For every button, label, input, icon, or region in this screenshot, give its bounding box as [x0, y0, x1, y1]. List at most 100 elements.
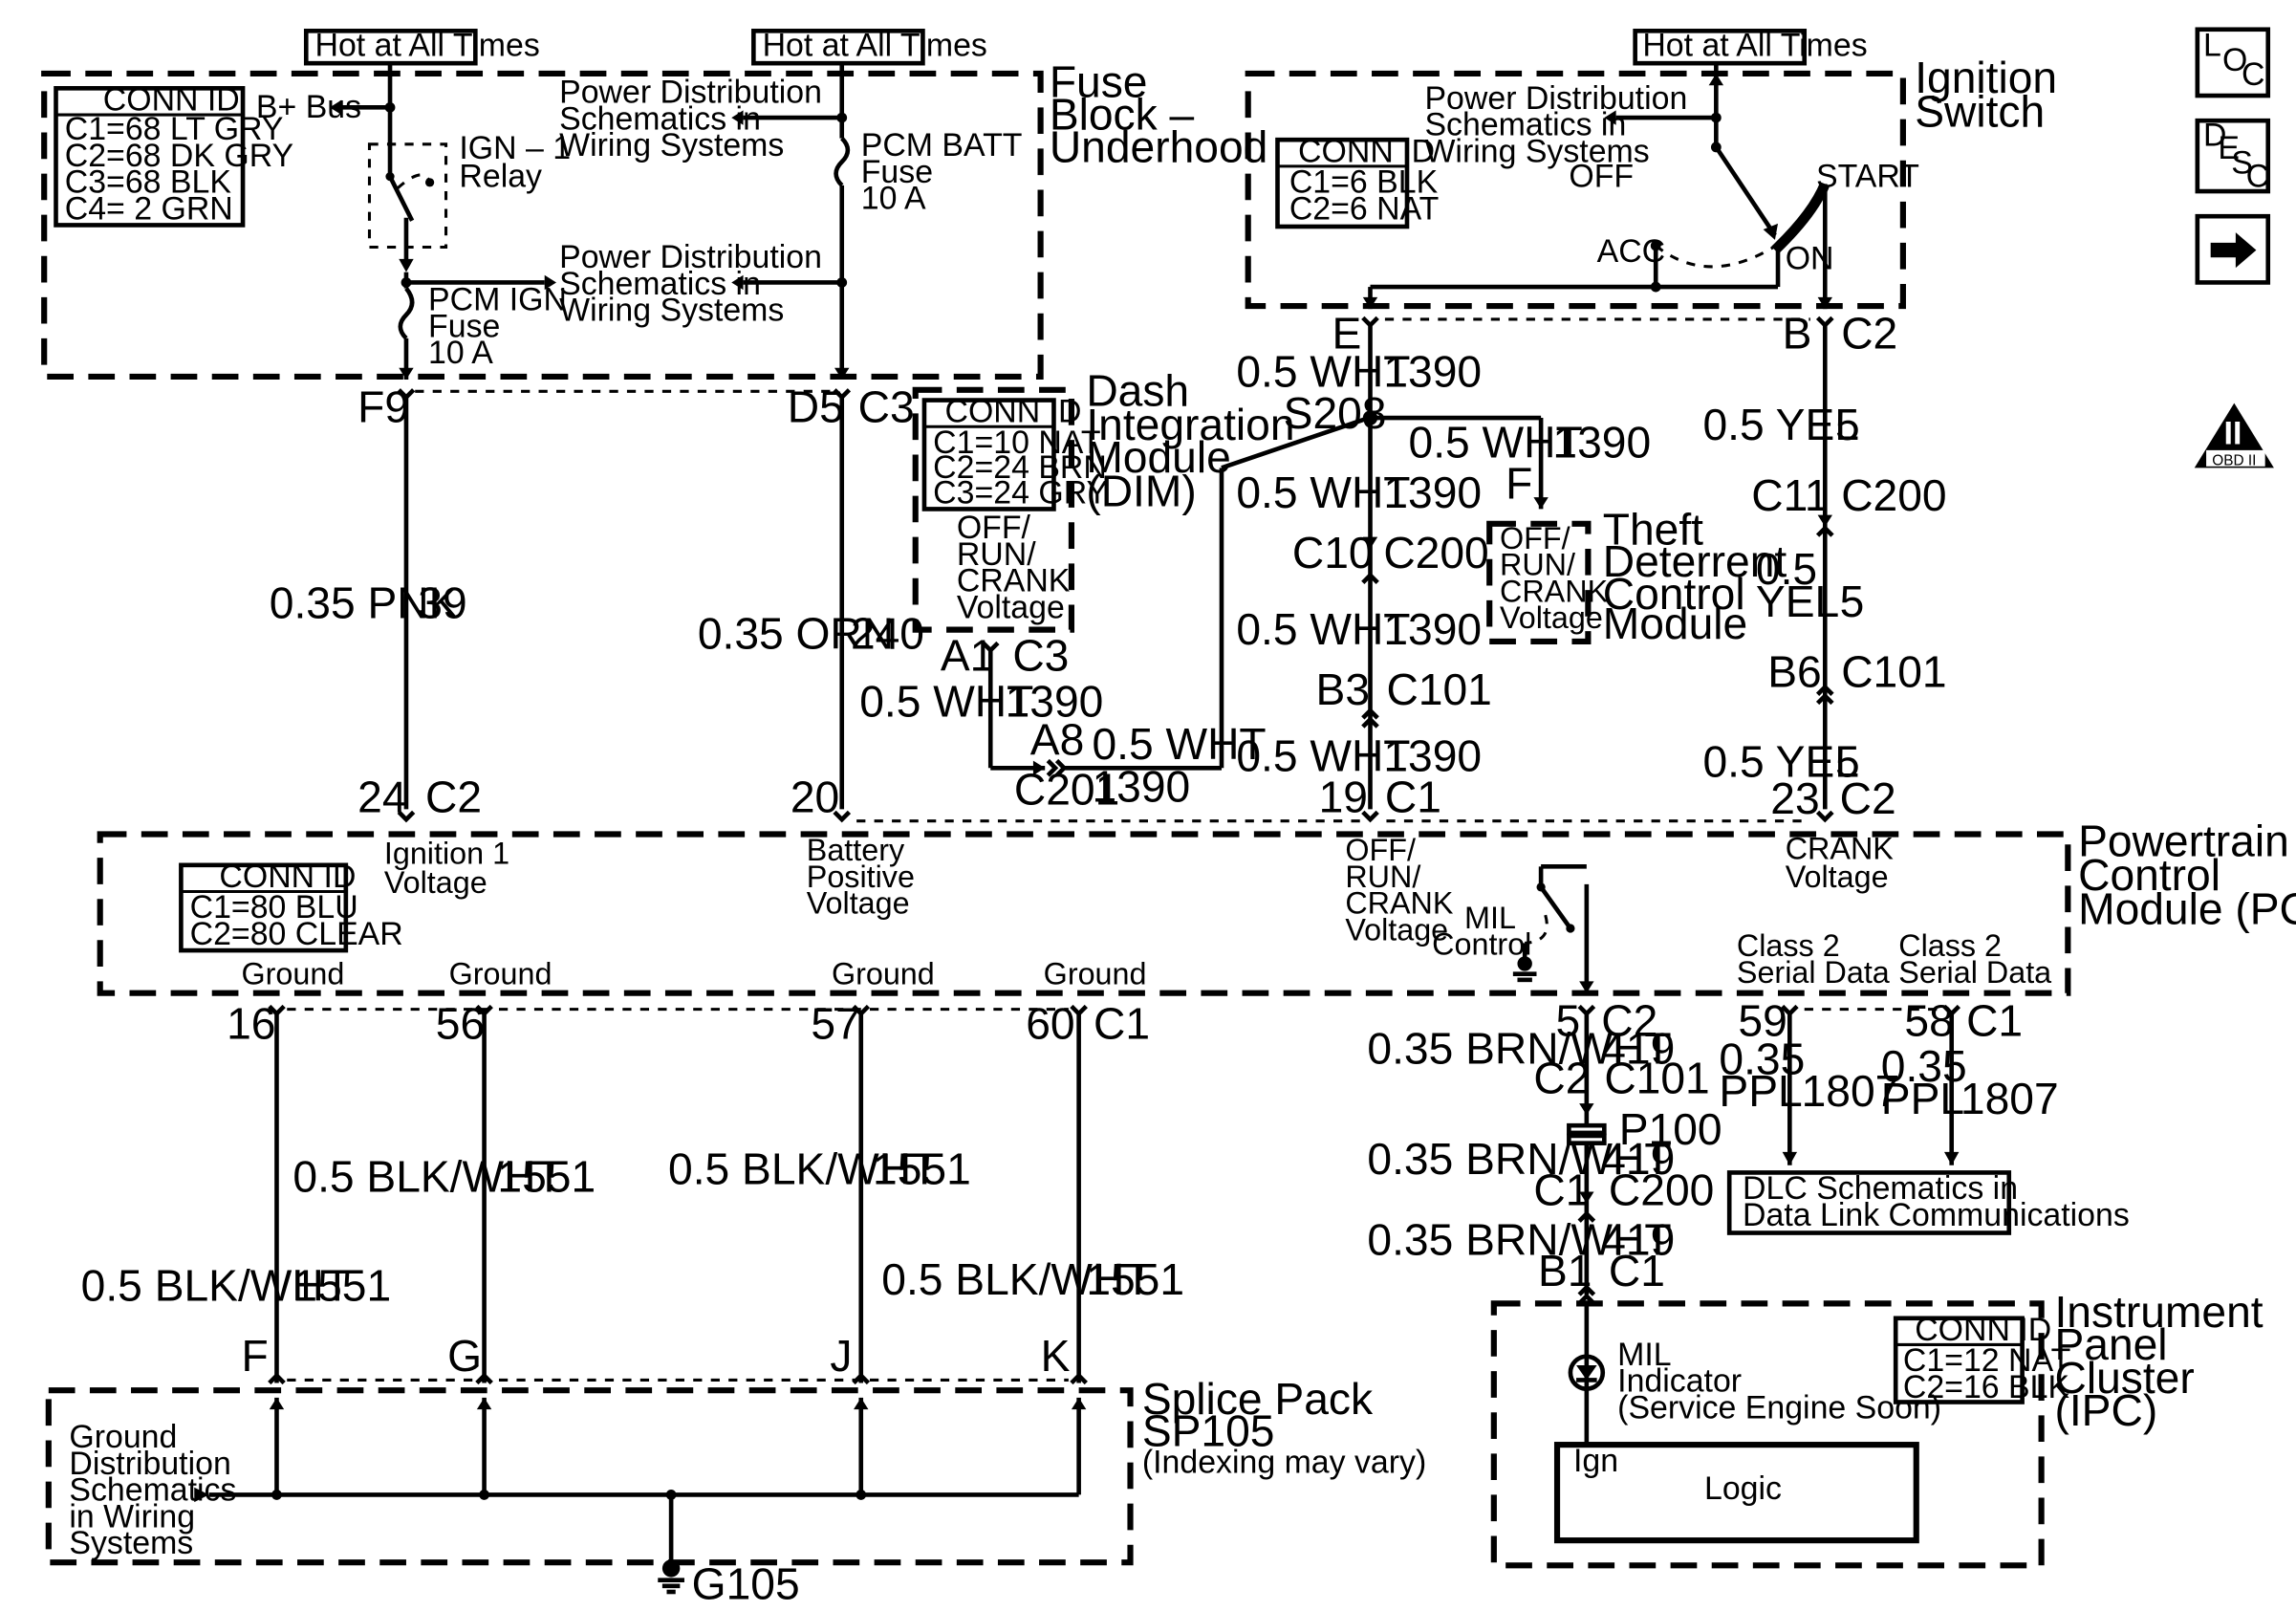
svg-text:C2=16 BLK: C2=16 BLK	[1903, 1369, 2070, 1405]
svg-text:(IPC): (IPC)	[2054, 1385, 2157, 1435]
svg-text:Ground: Ground	[449, 956, 552, 991]
svg-text:MIL: MIL	[1464, 901, 1516, 935]
loc-icon[interactable]: L O C	[2195, 27, 2271, 98]
wire-1390-chain: 0.5 WHT 1390 S208 0.5 WHT 1390 F 0.5 WHT…	[1236, 325, 1651, 823]
svg-text:C1: C1	[1609, 1246, 1665, 1295]
splice-pack-title: Splice Pack	[1142, 1374, 1374, 1424]
svg-text:Module: Module	[1086, 432, 1230, 482]
svg-text:Class 2: Class 2	[1898, 928, 2002, 963]
svg-text:0.35 BRN/WHT: 0.35 BRN/WHT	[1367, 1134, 1671, 1184]
svg-text:Cluster: Cluster	[2054, 1353, 2194, 1403]
svg-text:C1: C1	[1966, 995, 2023, 1045]
wire-yel-chain: 0.5 YEL 5 C11 C200 0.5 YEL 5 B6 C101 0.5…	[1386, 325, 1947, 823]
svg-text:OFF/: OFF/	[1500, 521, 1570, 555]
svg-text:Integration: Integration	[1086, 400, 1294, 449]
svg-text:5: 5	[1556, 995, 1581, 1045]
svg-text:1390: 1390	[1383, 604, 1482, 654]
svg-text:1551: 1551	[497, 1151, 596, 1201]
svg-text:C10: C10	[1292, 528, 1374, 577]
svg-text:Ground: Ground	[1044, 956, 1147, 991]
svg-text:419: 419	[1601, 1024, 1675, 1074]
svg-text:19: 19	[1319, 772, 1368, 821]
svg-text:Relay: Relay	[459, 158, 542, 194]
svg-text:CRANK: CRANK	[1345, 886, 1454, 921]
svg-text:K: K	[1041, 1331, 1071, 1381]
svg-text:C200: C200	[1841, 470, 1946, 520]
svg-text:Fuse: Fuse	[861, 154, 933, 190]
svg-text:(Service Engine Soon): (Service Engine Soon)	[1617, 1389, 1941, 1426]
svg-text:Control: Control	[1603, 569, 1745, 619]
svg-text:Voltage: Voltage	[1345, 912, 1448, 947]
svg-text:CRANK: CRANK	[1786, 832, 1895, 866]
svg-text:16: 16	[227, 998, 275, 1048]
pcm-batt-fuse-label: PCM BATT	[861, 127, 1023, 163]
svg-text:0.5 BLK/WHT: 0.5 BLK/WHT	[292, 1151, 562, 1201]
arrow-right-icon[interactable]	[2195, 213, 2271, 285]
ground-wires: 16 56 57 60 C1 0.5 BLK/WHT 1551 0.5 BLK/…	[81, 998, 1184, 1385]
svg-text:CONN ID: CONN ID	[219, 859, 356, 895]
svg-text:SP105: SP105	[1142, 1406, 1275, 1456]
ground-g105: G105	[692, 1559, 800, 1609]
svg-text:C3: C3	[1012, 631, 1069, 681]
svg-text:5: 5	[1835, 737, 1860, 787]
logic-label: Logic	[1704, 1470, 1782, 1507]
svg-text:1551: 1551	[873, 1144, 971, 1194]
svg-text:OFF/: OFF/	[1345, 833, 1416, 867]
svg-text:1390: 1390	[1383, 468, 1482, 517]
power-dist-label-1: Power Distribution	[559, 75, 822, 111]
switch-off-label: OFF	[1569, 158, 1634, 194]
svg-text:Schematics: Schematics	[69, 1472, 236, 1509]
relay-label: IGN – 1	[459, 130, 571, 166]
wire-pnk-label: 0.35 PNK	[270, 577, 459, 627]
svg-text:B3: B3	[1316, 664, 1370, 714]
wire-orn-label: 0.35 ORN	[698, 609, 894, 659]
svg-text:0.35 BRN/WHT: 0.35 BRN/WHT	[1367, 1215, 1671, 1265]
svg-text:B: B	[1783, 309, 1812, 359]
svg-text:O: O	[2222, 42, 2247, 78]
svg-text:G: G	[447, 1331, 482, 1381]
svg-text:(Indexing may vary): (Indexing may vary)	[1142, 1444, 1426, 1480]
svg-text:Systems: Systems	[69, 1525, 193, 1561]
fuse-block-title: Fuse	[1050, 57, 1148, 107]
svg-text:419: 419	[1601, 1215, 1675, 1265]
svg-text:C1: C1	[1385, 772, 1441, 821]
svg-text:Positive: Positive	[807, 860, 915, 894]
svg-text:C201: C201	[1014, 765, 1119, 815]
dim-module: CONN ID C1=10 NAT C2=24 BRN C3=24 GRY OF…	[859, 366, 1370, 815]
svg-text:Schematics in: Schematics in	[559, 100, 761, 137]
svg-text:0.5 WHT: 0.5 WHT	[1409, 418, 1583, 468]
ipc-title: Instrument	[2054, 1287, 2263, 1337]
svg-text:A8: A8	[1030, 714, 1084, 764]
svg-text:C4= 2 GRN: C4= 2 GRN	[65, 190, 233, 227]
svg-text:1390: 1390	[1006, 676, 1104, 726]
svg-text:C1=6 BLK: C1=6 BLK	[1289, 164, 1439, 201]
svg-text:Schematics in: Schematics in	[559, 266, 761, 302]
svg-text:L: L	[2203, 27, 2221, 63]
svg-text:PPL: PPL	[1881, 1074, 1964, 1123]
svg-text:C101: C101	[1386, 664, 1491, 714]
svg-text:1551: 1551	[292, 1260, 391, 1310]
svg-text:Ign: Ign	[1573, 1443, 1618, 1479]
svg-text:J: J	[830, 1331, 852, 1381]
svg-text:CONN ID: CONN ID	[103, 81, 240, 118]
svg-text:CRANK: CRANK	[957, 563, 1071, 599]
switch-start-label: START	[1816, 158, 1919, 194]
desc-icon[interactable]: D E S C	[2195, 117, 2271, 194]
svg-text:57: 57	[811, 998, 859, 1048]
svg-text:CONN ID: CONN ID	[1915, 1312, 2051, 1348]
svg-text:23: 23	[1770, 773, 1819, 823]
svg-text:C: C	[2242, 56, 2264, 93]
svg-text:C200: C200	[1383, 528, 1488, 577]
svg-text:419: 419	[1601, 1134, 1675, 1184]
svg-text:RUN/: RUN/	[957, 536, 1036, 573]
svg-text:in Wiring: in Wiring	[69, 1498, 195, 1535]
svg-text:B6: B6	[1767, 647, 1821, 697]
svg-text:D: D	[2203, 117, 2226, 153]
svg-text:C2: C2	[1533, 1053, 1590, 1102]
svg-text:0.5 WHT: 0.5 WHT	[1092, 719, 1266, 769]
theft-title: Theft	[1603, 504, 1703, 554]
svg-text:Control: Control	[2078, 850, 2220, 900]
pcm-title: Powertrain	[2078, 816, 2289, 866]
svg-text:Serial Data: Serial Data	[1737, 955, 1890, 990]
svg-text:C2=68 DK GRY: C2=68 DK GRY	[65, 138, 293, 174]
